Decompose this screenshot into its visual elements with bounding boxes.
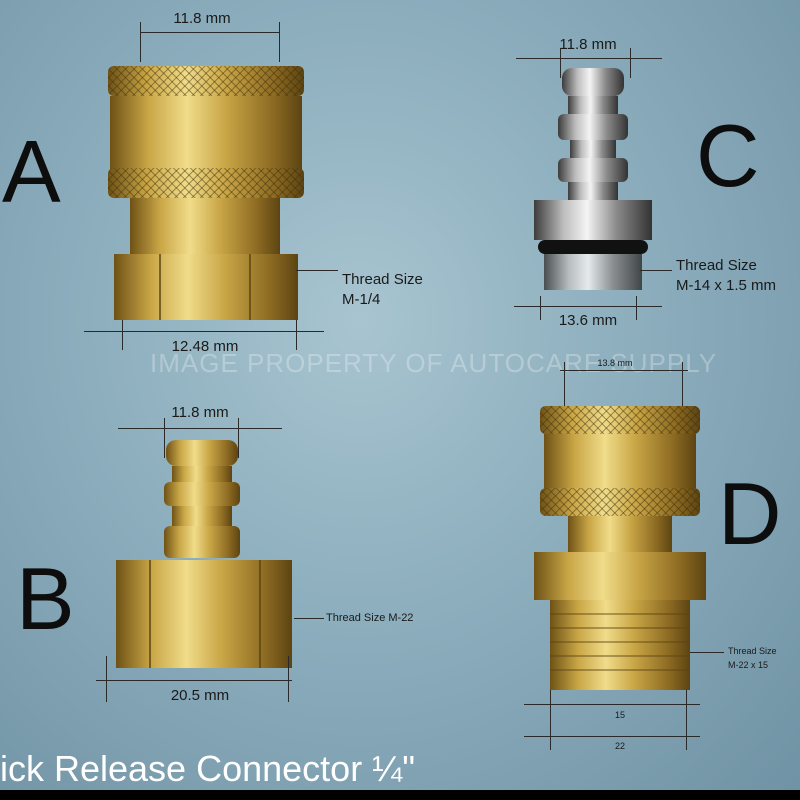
dimension-line (140, 32, 280, 33)
dimension-tick (686, 690, 687, 750)
connector-d-image (534, 406, 706, 690)
product-caption: ick Release Connector ¼" (0, 748, 415, 789)
connector-c-bottom-dimension: 13.6 mm (558, 312, 618, 329)
label-b: B (16, 549, 75, 648)
dimension-tick (550, 690, 551, 750)
dimension-tick (140, 22, 141, 62)
dimension-tick (164, 418, 165, 458)
dimension-tick (288, 656, 289, 702)
watermark: IMAGE PROPERTY OF AUTOCARE SUPPLY (150, 348, 718, 378)
dimension-line (524, 704, 700, 705)
connector-a-top-dimension: 11.8 mm (173, 10, 231, 27)
connector-d-outer-dimension: 22 (614, 741, 625, 751)
dimension-tick (630, 48, 631, 78)
dimension-tick (279, 22, 280, 62)
connector-b-image (116, 440, 292, 668)
dimension-tick (238, 418, 239, 458)
dimension-tick (122, 320, 123, 350)
dimension-line (560, 370, 688, 371)
connector-d-top-dimension: 13.8 mm (597, 358, 633, 368)
leader-line (690, 652, 724, 653)
connector-c-thread-label: Thread Size M-14 x 1.5 mm (676, 256, 776, 296)
dimension-line (524, 736, 700, 737)
dimension-line (514, 306, 662, 307)
connector-c-top-dimension: 11.8 mm (559, 36, 617, 53)
connector-a-thread-label: Thread Size M-1/4 (342, 270, 423, 310)
thread-size-value: M-22 x 15 (728, 660, 769, 670)
connector-b-thread-label: Thread Size M-22 (326, 612, 414, 624)
connector-b-top-dimension: 11.8 mm (171, 404, 229, 421)
leader-line (640, 270, 672, 271)
thread-size-label: Thread Size (728, 646, 777, 656)
dimension-line (84, 331, 324, 332)
dimension-line (96, 680, 292, 681)
dimension-tick (540, 296, 541, 320)
connector-d-thread-label: Thread Size M-22 x 15 (728, 644, 777, 672)
dimension-line (118, 428, 282, 429)
thread-size-label: Thread Size (342, 271, 423, 288)
leader-line (296, 270, 338, 271)
thread-size-value: M-1/4 (342, 291, 381, 308)
dimension-tick (564, 362, 565, 406)
connector-d-inner-dimension: 15 (614, 710, 625, 720)
dimension-line (516, 58, 662, 59)
thread-size-label: Thread Size (676, 257, 757, 274)
connector-a-image (108, 66, 304, 320)
dimension-tick (636, 296, 637, 320)
connector-b-bottom-dimension: 20.5 mm (170, 687, 230, 704)
dimension-tick (560, 48, 561, 78)
leader-line (294, 618, 324, 619)
thread-size-value: M-14 x 1.5 mm (676, 277, 777, 294)
dimension-tick (296, 320, 297, 350)
connector-a-bottom-dimension: 12.48 mm (171, 338, 239, 355)
bottom-bar (0, 790, 800, 800)
dimension-tick (106, 656, 107, 702)
connector-c-image (534, 68, 652, 290)
label-c: C (696, 106, 760, 205)
label-a: A (2, 122, 61, 221)
label-d: D (718, 464, 782, 563)
dimension-tick (682, 362, 683, 406)
